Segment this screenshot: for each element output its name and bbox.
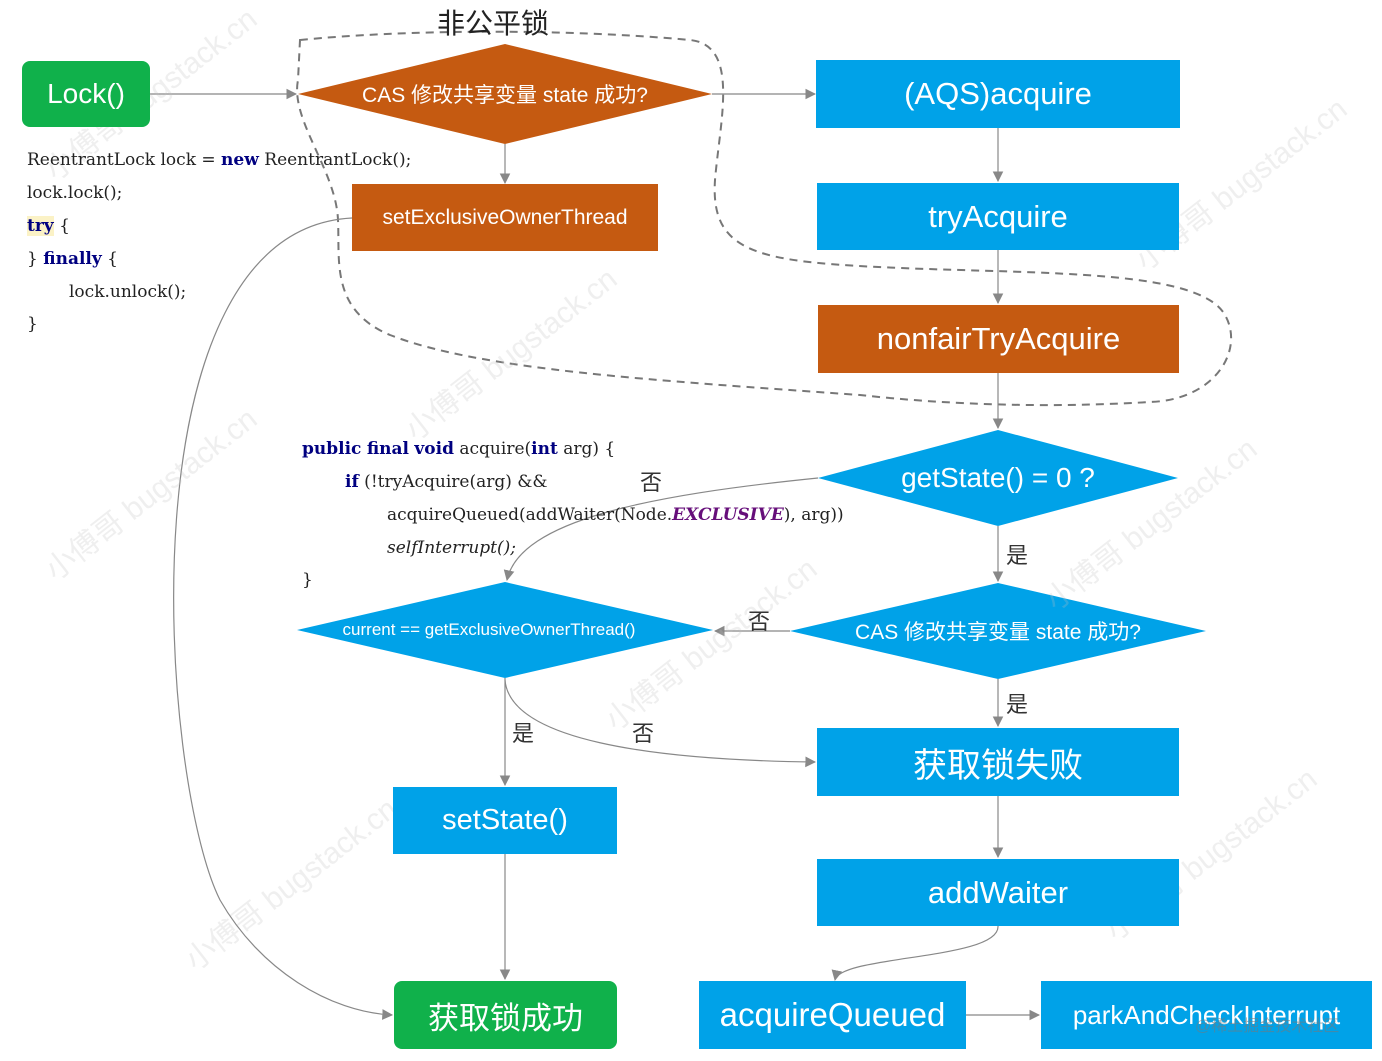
edge-setowner-success bbox=[173, 217, 394, 1020]
code-line: acquireQueued(addWaiter(Node.EXCLUSIVE),… bbox=[387, 507, 844, 524]
current-owner-diamond bbox=[297, 582, 713, 678]
corner-watermark: @稀土掘金技术社区 bbox=[1195, 1018, 1340, 1035]
code-token: lock = bbox=[155, 150, 222, 170]
code-token: acquire( bbox=[453, 439, 532, 459]
code-line: ReentrantLock lock = new ReentrantLock()… bbox=[27, 152, 411, 169]
code-keyword: new bbox=[221, 150, 259, 170]
current-owner-label: current == getExclusiveOwnerThread() bbox=[342, 620, 636, 639]
edge-label-yes: 是 bbox=[512, 722, 535, 747]
cas-mid-diamond bbox=[790, 583, 1206, 679]
diagram-title: 非公平锁 bbox=[437, 7, 550, 40]
code-token: { bbox=[53, 216, 70, 236]
code-token: } bbox=[27, 249, 44, 269]
cas-top-label: CAS 修改共享变量 state 成功? bbox=[362, 84, 648, 107]
code-token: { bbox=[101, 249, 118, 269]
code-keyword: final bbox=[366, 439, 410, 459]
acquire-queued-node: acquireQueued bbox=[699, 981, 966, 1049]
edge-label-no: 否 bbox=[640, 471, 663, 496]
try-acquire-node: tryAcquire bbox=[817, 183, 1179, 250]
code-token: (!tryAcquire(arg) && bbox=[358, 472, 548, 492]
get-state-diamond bbox=[818, 430, 1178, 526]
code-keyword: void bbox=[414, 439, 454, 459]
set-owner-node: setExclusiveOwnerThread bbox=[352, 184, 658, 251]
code-line: } finally { bbox=[27, 251, 118, 268]
code-token: ), arg)) bbox=[783, 505, 844, 525]
code-line: lock.unlock(); bbox=[69, 282, 187, 302]
edge-label-no: 否 bbox=[632, 722, 655, 747]
edge-addwaiter-queued bbox=[831, 925, 999, 982]
code-line: if (!tryAcquire(arg) && bbox=[345, 474, 548, 491]
add-waiter-node: addWaiter bbox=[817, 859, 1179, 926]
code-line: } bbox=[302, 570, 313, 590]
edge-label-yes: 是 bbox=[1006, 544, 1029, 569]
code-keyword: try bbox=[27, 216, 54, 236]
code-line: try { bbox=[27, 216, 70, 236]
get-state-label: getState() = 0 ? bbox=[901, 462, 1095, 493]
nonfair-try-acquire-node: nonfairTryAcquire bbox=[818, 305, 1179, 373]
edge-getstate-current bbox=[503, 477, 819, 582]
code-token: acquireQueued(addWaiter(Node. bbox=[387, 505, 673, 525]
code-line: lock.lock(); bbox=[27, 183, 123, 203]
code-keyword: if bbox=[345, 472, 359, 492]
code-line: public final void acquire(int arg) { bbox=[302, 441, 615, 458]
edge-label-yes: 是 bbox=[1006, 693, 1029, 718]
aqs-acquire-node: (AQS)acquire bbox=[816, 60, 1180, 128]
cas-top-diamond bbox=[298, 44, 712, 144]
park-and-check-interrupt-node: parkAndCheckInterrupt bbox=[1041, 981, 1372, 1049]
lock-node: Lock() bbox=[22, 61, 150, 127]
code-token: ReentrantLock bbox=[27, 150, 156, 170]
code-constant: EXCLUSIVE bbox=[672, 505, 784, 525]
code-line: } bbox=[27, 314, 38, 334]
edge-current-fail bbox=[504, 679, 817, 768]
code-keyword: finally bbox=[43, 249, 102, 269]
nonfair-dashed-region bbox=[296, 30, 1233, 407]
code-keyword: public bbox=[302, 439, 362, 459]
acquire-fail-node: 获取锁失败 bbox=[817, 728, 1179, 796]
set-state-node: setState() bbox=[393, 787, 617, 854]
code-keyword: int bbox=[531, 439, 558, 459]
edge-label-no: 否 bbox=[748, 610, 771, 635]
code-token: arg) { bbox=[557, 439, 616, 459]
code-token: ReentrantLock(); bbox=[258, 150, 412, 170]
acquire-success-node: 获取锁成功 bbox=[394, 981, 617, 1049]
code-line: selfInterrupt(); bbox=[387, 538, 516, 558]
cas-mid-label: CAS 修改共享变量 state 成功? bbox=[855, 621, 1141, 644]
